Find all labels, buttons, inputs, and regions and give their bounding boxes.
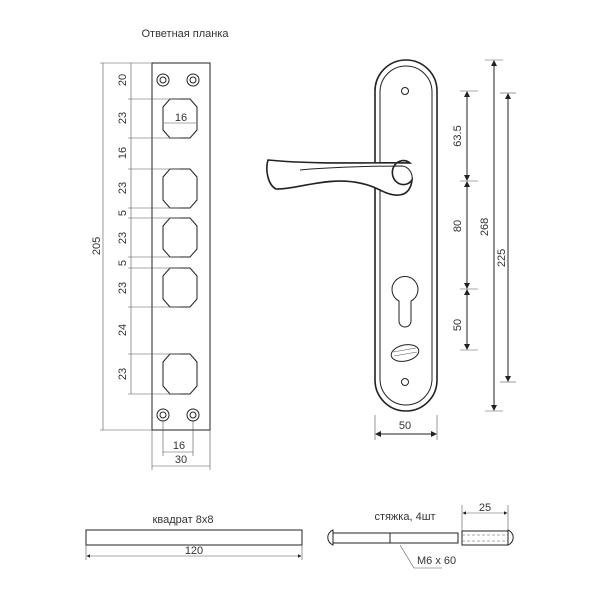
- thumb-turn: [390, 344, 420, 362]
- spindle-label: квадрат 8x8: [153, 514, 214, 526]
- dim-20: 20: [117, 74, 129, 86]
- dim-holes-16: 16: [173, 440, 185, 452]
- dim-5: 5: [117, 210, 129, 216]
- screw-hole: [401, 87, 409, 95]
- dim-23: 23: [117, 282, 129, 294]
- dim-16: 16: [117, 147, 129, 159]
- dim-268: 268: [479, 218, 491, 236]
- dim-23: 23: [117, 112, 129, 124]
- spindle: квадрат 8x8 120: [85, 514, 303, 560]
- dim-width-50: 50: [399, 420, 411, 432]
- bolt-label: стяжка, 4шт: [374, 511, 435, 523]
- screw-hole: [401, 378, 409, 386]
- dim-120: 120: [185, 545, 203, 557]
- dim-23: 23: [117, 232, 129, 244]
- dim-slot-16: 16: [175, 112, 187, 124]
- strike-plate-title: Ответная планка: [141, 28, 229, 40]
- dim-63-5: 63.5: [452, 125, 464, 146]
- dim-5: 5: [117, 260, 129, 266]
- latch-slots: [162, 98, 198, 395]
- door-handle: 63.5 80 50 268 225 50: [266, 59, 516, 440]
- dim-23: 23: [117, 182, 129, 194]
- dim-30: 30: [175, 454, 187, 466]
- cylinder-hole: [391, 275, 419, 328]
- strike-plate: Ответная планка: [91, 28, 229, 470]
- dim-205: 205: [91, 237, 103, 255]
- lever: [266, 159, 414, 196]
- dim-50: 50: [452, 319, 464, 331]
- mounting-holes: [156, 73, 200, 422]
- connecting-bolt: стяжка, 4шт 25 M6 x 60: [327, 502, 514, 569]
- dim-25: 25: [479, 502, 491, 514]
- dim-23: 23: [117, 368, 129, 380]
- dim-80: 80: [452, 220, 464, 232]
- dim-225: 225: [496, 249, 508, 267]
- bolt-size: M6 x 60: [417, 555, 456, 567]
- dim-24: 24: [117, 324, 129, 336]
